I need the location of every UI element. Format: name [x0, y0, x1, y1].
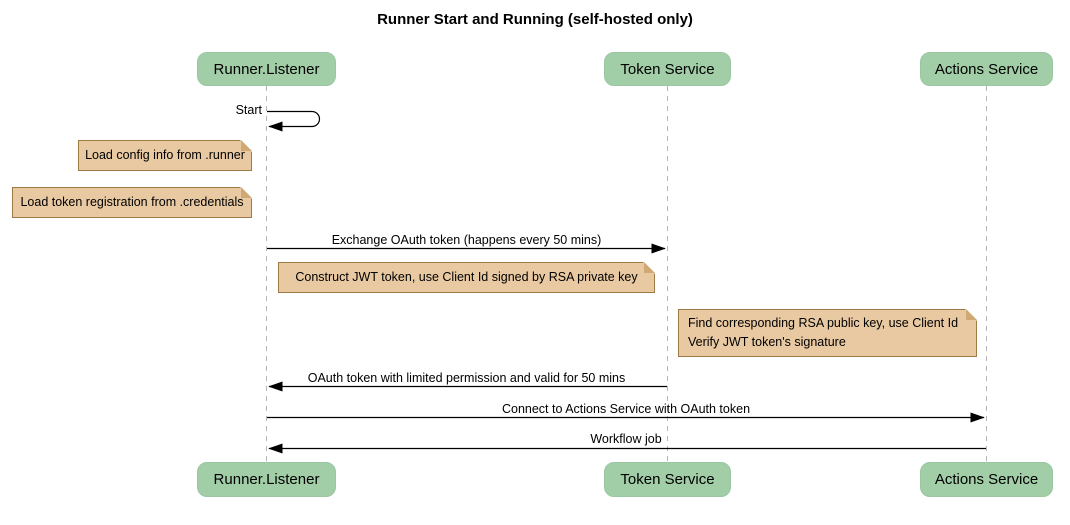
- note-text: Find corresponding RSA public key, use C…: [688, 316, 959, 330]
- message-label-oauth-token-reply: OAuth token with limited permission and …: [307, 371, 626, 385]
- note-construct-jwt-token: Construct JWT token, use Client Id signe…: [278, 262, 655, 293]
- participant-token-service-bottom: Token Service: [604, 462, 731, 497]
- message-label-start: Start: [235, 103, 262, 117]
- note-text: Verify JWT token's signature: [688, 335, 846, 349]
- diagram-title: Runner Start and Running (self-hosted on…: [377, 11, 693, 28]
- note-text: Load token registration from .credential…: [20, 195, 244, 209]
- message-label-workflow-job: Workflow job: [590, 432, 662, 446]
- note-verify-jwt-token: Find corresponding RSA public key, use C…: [678, 309, 977, 357]
- message-label-exchange-oauth-token: Exchange OAuth token (happens every 50 m…: [331, 233, 602, 247]
- note-text: Construct JWT token, use Client Id signe…: [295, 270, 638, 284]
- note-text: Load config info from .runner: [85, 148, 245, 162]
- note-load-token-registration: Load token registration from .credential…: [12, 187, 252, 218]
- self-message-arrow-start: [267, 110, 321, 132]
- participant-runner-listener-top: Runner.Listener: [197, 52, 336, 86]
- message-label-connect-actions-service: Connect to Actions Service with OAuth to…: [501, 402, 751, 416]
- participant-token-service-top: Token Service: [604, 52, 731, 86]
- participant-actions-service-bottom: Actions Service: [920, 462, 1053, 497]
- participant-runner-listener-bottom: Runner.Listener: [197, 462, 336, 497]
- participant-actions-service-top: Actions Service: [920, 52, 1053, 86]
- note-load-config: Load config info from .runner: [78, 140, 252, 171]
